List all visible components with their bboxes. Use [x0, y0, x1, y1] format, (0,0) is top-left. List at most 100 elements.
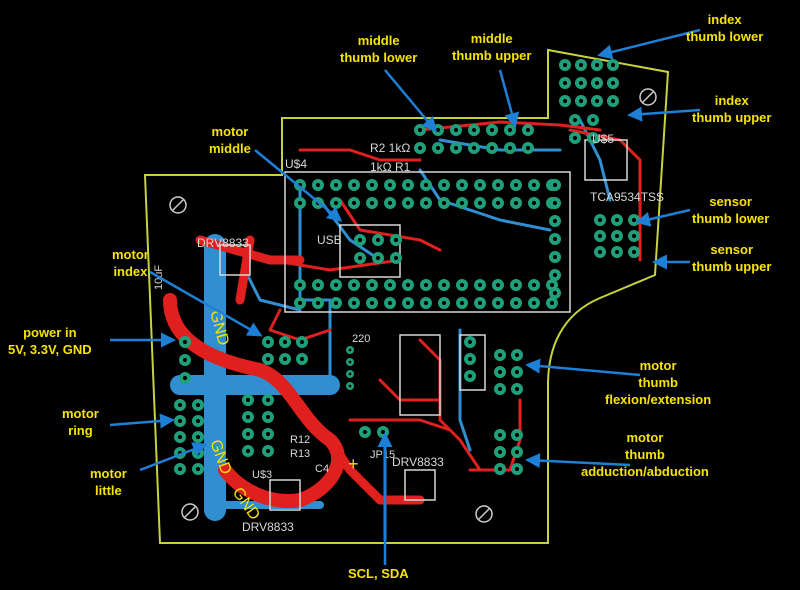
- pad-hole: [351, 182, 357, 188]
- pad-hole: [423, 182, 429, 188]
- pad-hole: [375, 237, 381, 243]
- pad-hole: [513, 200, 519, 206]
- mounting-holes: [169, 88, 657, 523]
- arrow-motor-thumb-abd: [525, 453, 631, 469]
- label-u3: U$3: [252, 469, 272, 481]
- pad-hole: [552, 254, 558, 260]
- label-plus: +: [348, 454, 359, 474]
- pad-hole: [423, 200, 429, 206]
- pad-hole: [578, 62, 584, 68]
- pad-hole: [525, 145, 531, 151]
- pad-hole: [282, 339, 288, 345]
- pad-hole: [497, 352, 503, 358]
- pad-hole: [297, 282, 303, 288]
- pad-hole: [387, 182, 393, 188]
- pad-array: [174, 59, 640, 475]
- pad-hole: [467, 339, 473, 345]
- arrow-motor-ring: [109, 413, 175, 429]
- pad-hole: [562, 62, 568, 68]
- pad-hole: [453, 127, 459, 133]
- pad-hole: [393, 237, 399, 243]
- pad-hole: [610, 80, 616, 86]
- pad-hole: [631, 249, 637, 255]
- pad-hole: [333, 300, 339, 306]
- pad-hole: [348, 360, 352, 364]
- pad-hole: [489, 127, 495, 133]
- label-c4: C4: [315, 463, 329, 475]
- pad-hole: [405, 200, 411, 206]
- silkscreen-outlines: [219, 139, 628, 511]
- pad-hole: [594, 98, 600, 104]
- pad-hole: [453, 145, 459, 151]
- callout-scl-sda: SCL, SDA: [348, 566, 409, 581]
- pad-hole: [467, 356, 473, 362]
- label-220: 220: [352, 333, 370, 345]
- pad-hole: [417, 127, 423, 133]
- pad-hole: [614, 233, 620, 239]
- pad-hole: [417, 145, 423, 151]
- pad-hole: [459, 182, 465, 188]
- pad-hole: [265, 356, 271, 362]
- pad-hole: [299, 339, 305, 345]
- pad-hole: [572, 117, 578, 123]
- pad-hole: [631, 217, 637, 223]
- pad-hole: [459, 200, 465, 206]
- pad-hole: [195, 402, 201, 408]
- pad-hole: [265, 448, 271, 454]
- pad-hole: [497, 386, 503, 392]
- arrow-motor-middle: [254, 149, 343, 222]
- label-usb: USB: [317, 233, 342, 247]
- pad-hole: [552, 236, 558, 242]
- label-drv3: DRV8833: [242, 520, 294, 534]
- pad-hole: [441, 182, 447, 188]
- pad-hole: [423, 300, 429, 306]
- pad-hole: [423, 282, 429, 288]
- pad-hole: [497, 369, 503, 375]
- pad-hole: [578, 98, 584, 104]
- pad-hole: [177, 434, 183, 440]
- pad-hole: [594, 80, 600, 86]
- pad-hole: [405, 300, 411, 306]
- pad-hole: [631, 233, 637, 239]
- label-jp15: JP15: [370, 449, 395, 461]
- pad-hole: [297, 200, 303, 206]
- pad-hole: [597, 249, 603, 255]
- label-drv1: DRV8833: [197, 236, 249, 250]
- pad-hole: [195, 450, 201, 456]
- pad-hole: [477, 300, 483, 306]
- pad-hole: [507, 145, 513, 151]
- pad-hole: [514, 369, 520, 375]
- pad-hole: [315, 282, 321, 288]
- arrow-motor-thumb-flex: [525, 358, 641, 377]
- pad-hole: [497, 466, 503, 472]
- pad-hole: [572, 135, 578, 141]
- pad-hole: [177, 418, 183, 424]
- pad-hole: [245, 414, 251, 420]
- pad-hole: [614, 249, 620, 255]
- pad-hole: [497, 449, 503, 455]
- pad-hole: [369, 200, 375, 206]
- pad-hole: [514, 432, 520, 438]
- pad-hole: [562, 98, 568, 104]
- label-r13: R13: [290, 448, 310, 460]
- pad-hole: [369, 282, 375, 288]
- pad-hole: [513, 300, 519, 306]
- pad-hole: [549, 300, 555, 306]
- pad-hole: [459, 300, 465, 306]
- pad-hole: [357, 237, 363, 243]
- arrow-motor-little: [139, 442, 208, 472]
- pad-hole: [610, 62, 616, 68]
- pad-hole: [405, 182, 411, 188]
- pad-hole: [495, 182, 501, 188]
- pad-hole: [531, 300, 537, 306]
- pad-hole: [514, 386, 520, 392]
- pad-hole: [265, 339, 271, 345]
- pad-hole: [245, 397, 251, 403]
